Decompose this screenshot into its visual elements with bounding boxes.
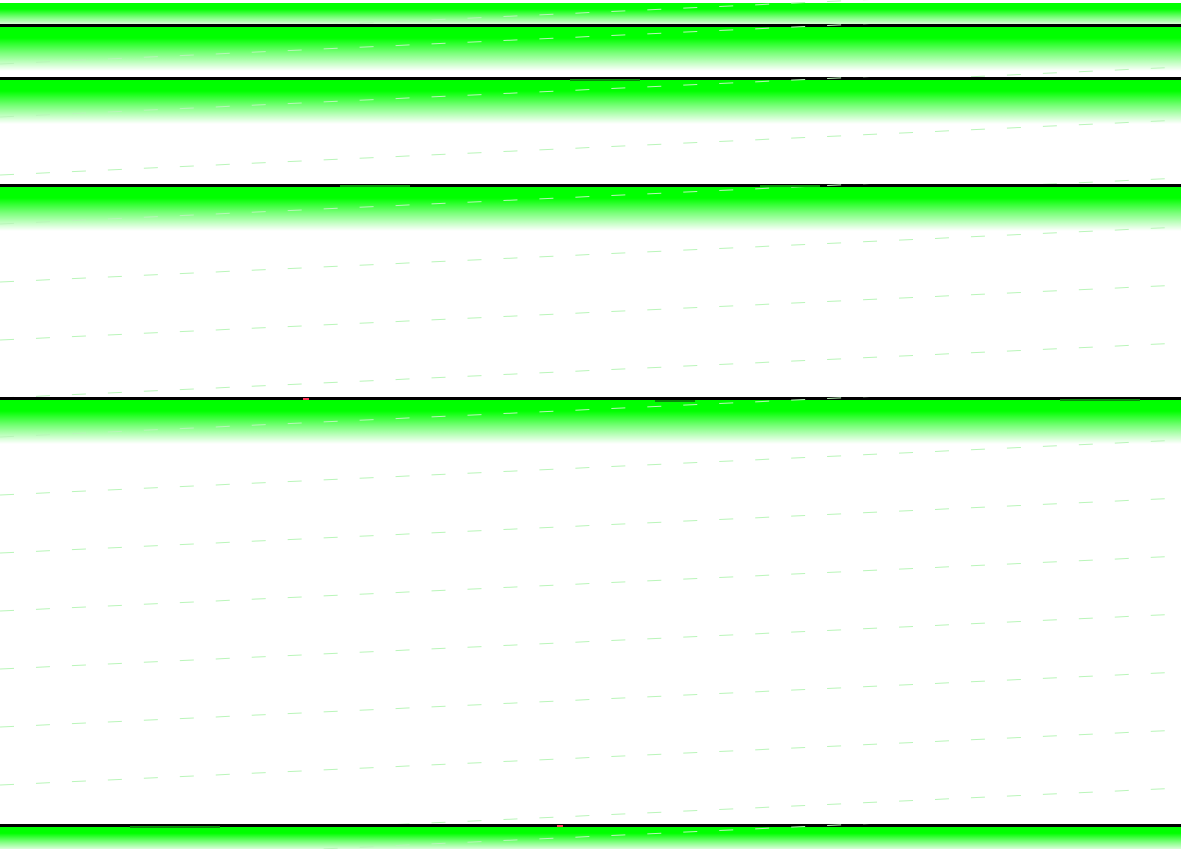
band-scanline-noise (0, 77, 1181, 184)
seam-artifact (655, 400, 695, 402)
band-strip-4 (0, 184, 1181, 397)
band-gradient (0, 3, 1181, 24)
band-top-rule (0, 184, 1181, 187)
seam-artifact (760, 185, 820, 187)
seam-artifact (130, 826, 220, 828)
scanline-dash (0, 24, 870, 65)
band-gradient (0, 27, 1181, 71)
band-strip-bottom (0, 824, 1181, 849)
seam-artifact (557, 825, 563, 827)
scanline-dash (332, 0, 870, 24)
scanline-dash (0, 77, 870, 118)
band-strip-3 (0, 77, 1181, 184)
scanline-dash (0, 729, 1181, 786)
band-strip-top (0, 0, 1181, 24)
scanline-dash (0, 397, 870, 438)
scanline-dash (397, 787, 1181, 824)
scanline-dash (955, 66, 1181, 77)
band-top-rule (0, 24, 1181, 27)
band-top-rule (0, 397, 1181, 400)
scanline-dash (10, 342, 1181, 397)
scanline-dash (0, 671, 1181, 728)
band-gradient (0, 80, 1181, 124)
seam-artifact (1060, 399, 1140, 401)
band-top-rule (0, 77, 1181, 80)
seam-artifact (303, 398, 309, 400)
scanline-dash (0, 439, 1181, 496)
band-gradient (0, 827, 1181, 849)
scanline-dash (0, 613, 1181, 670)
band-scanline-noise (0, 24, 1181, 77)
band-strip-2 (0, 24, 1181, 77)
band-gradient (0, 400, 1181, 444)
seam-artifact (570, 79, 640, 81)
band-gradient (0, 187, 1181, 231)
seam-artifact (340, 185, 410, 187)
band-scanline-noise (0, 397, 1181, 824)
scanline-dash (0, 226, 1181, 283)
scanline-dash (0, 184, 870, 225)
scanline-dash (0, 119, 1181, 176)
band-scanline-noise (0, 184, 1181, 397)
band-top-rule (0, 824, 1181, 827)
scanline-dash (0, 555, 1181, 612)
band-scanline-noise (332, 0, 870, 24)
scanline-dash (0, 497, 1181, 554)
scanline-dash (0, 284, 1181, 341)
band-strip-5 (0, 397, 1181, 824)
